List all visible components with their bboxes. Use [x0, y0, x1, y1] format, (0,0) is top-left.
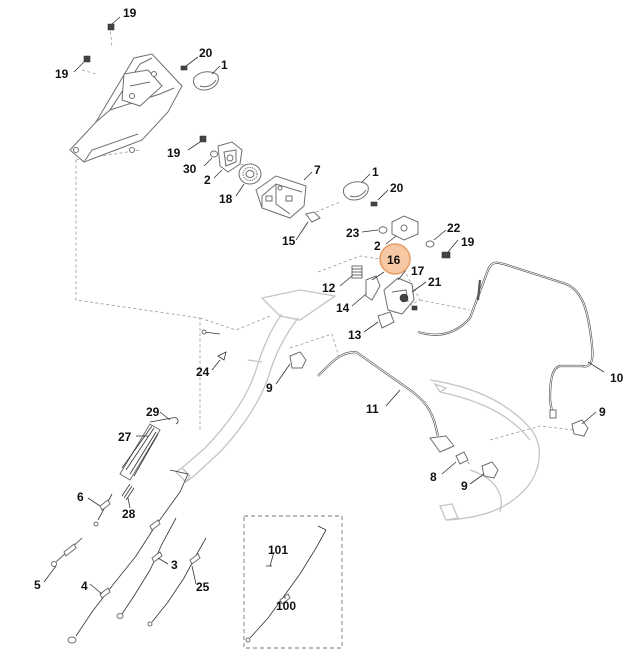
callout-labels: 19 20 1 19 19 30 2 18 7 15 1 20 23 22 2 … [34, 6, 624, 613]
pin-21 [411, 305, 418, 311]
bolt-left-handle [201, 329, 221, 335]
callout-1-right: 1 [372, 165, 379, 179]
pin-20-right [370, 201, 378, 207]
lever-2-right [391, 215, 419, 241]
washer-23 [378, 226, 388, 234]
callout-8: 8 [430, 470, 437, 484]
callout-11: 11 [366, 402, 379, 416]
screw-19-top [107, 23, 115, 31]
pin-20-top [180, 65, 188, 71]
callout-17: 17 [411, 264, 425, 278]
callout-7: 7 [314, 163, 321, 177]
callout-2-left: 2 [204, 173, 211, 187]
callout-9-left: 9 [266, 381, 273, 395]
callout-21: 21 [428, 275, 442, 289]
hook-29 [149, 417, 179, 425]
callout-10: 10 [610, 371, 624, 385]
control-housing-cover [69, 53, 183, 163]
callout-23: 23 [346, 226, 360, 240]
clip-24 [217, 351, 227, 361]
callout-20-top: 20 [199, 46, 213, 60]
callout-2-right: 2 [374, 239, 381, 253]
callout-22: 22 [447, 221, 461, 235]
leader-lines [43, 16, 605, 599]
highlight-circle-16 [379, 243, 411, 275]
washer-30 [210, 150, 218, 158]
callout-1-top: 1 [221, 58, 228, 72]
callout-20-right: 20 [390, 181, 404, 195]
callout-30: 30 [183, 162, 197, 176]
grommet-9-lower [481, 461, 499, 479]
callout-16: 16 [387, 253, 401, 267]
knob-1-right [343, 181, 369, 201]
callout-29: 29 [146, 405, 160, 419]
callout-19-right: 19 [461, 235, 475, 249]
handle-frame-outline [174, 289, 540, 521]
callout-5: 5 [34, 578, 41, 592]
lever-17-assembly [383, 277, 415, 315]
switch-housing-7 [255, 175, 307, 219]
inset-box-100-101 [243, 515, 343, 649]
screw-19-mid [199, 135, 207, 143]
clip-15 [305, 211, 321, 223]
grommet-9-left [289, 351, 307, 369]
spring-27 [119, 423, 161, 481]
bracket-13 [377, 311, 395, 329]
callout-19-top: 19 [123, 6, 137, 20]
callout-9-lower: 9 [461, 479, 468, 493]
callout-19-mid: 19 [167, 146, 181, 160]
cable-11 [317, 350, 455, 453]
callout-24: 24 [196, 365, 210, 379]
callout-9-right: 9 [599, 405, 606, 419]
callout-3: 3 [171, 558, 178, 572]
callout-6: 6 [77, 490, 84, 504]
callout-28: 28 [122, 507, 136, 521]
callout-27: 27 [118, 430, 132, 444]
cable-6 [93, 493, 113, 527]
screw-19-left [83, 55, 91, 63]
knob-1-top [193, 71, 219, 91]
cable-5 [51, 537, 83, 567]
cable-25 [147, 537, 207, 627]
callout-13: 13 [348, 328, 362, 342]
washer-22 [425, 240, 435, 248]
screw-19-right [441, 251, 451, 259]
callout-4: 4 [81, 579, 88, 593]
grommet-9-right [571, 419, 589, 437]
callout-12: 12 [322, 281, 336, 295]
lever-14 [365, 275, 381, 301]
callout-15: 15 [282, 234, 296, 248]
spring-12 [351, 265, 363, 279]
ring-gear-18 [238, 163, 262, 185]
cable-4 [67, 469, 189, 644]
cable-3 [116, 517, 177, 619]
bail-cable-10 [417, 261, 594, 419]
callout-19-left: 19 [55, 67, 69, 81]
callout-100: 100 [276, 599, 296, 613]
lever-2-left [217, 141, 243, 173]
sleeve-8 [455, 451, 469, 465]
callout-18: 18 [219, 192, 233, 206]
callout-101: 101 [268, 543, 288, 557]
callout-25: 25 [196, 580, 210, 594]
spring-28 [121, 483, 135, 501]
callout-14: 14 [336, 301, 350, 315]
